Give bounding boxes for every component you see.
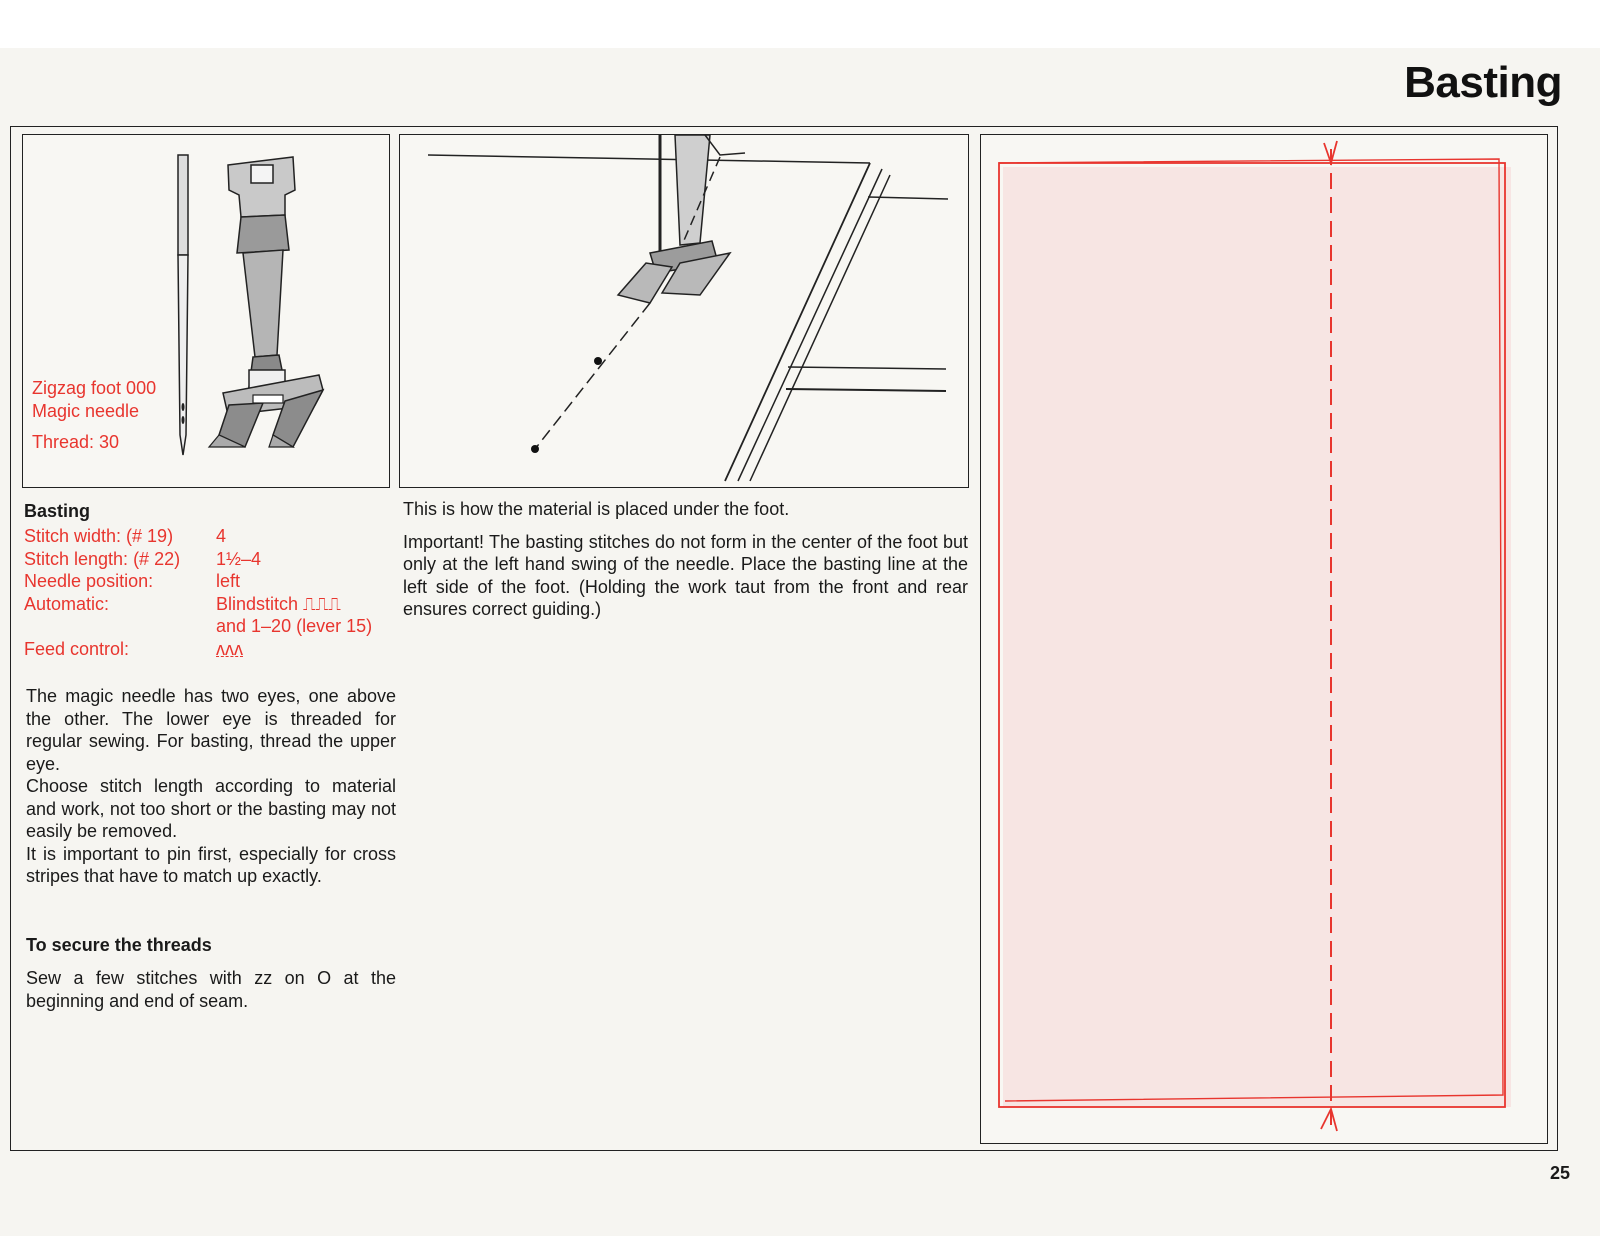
needle-label: Magic needle bbox=[32, 401, 140, 421]
settings-row: Feed control: ᴧᴧᴧ bbox=[24, 638, 372, 661]
settings-row: Stitch length: (# 22) 1½–4 bbox=[24, 548, 372, 571]
feed-dog-icon: ᴧᴧᴧ bbox=[216, 638, 243, 659]
settings-row: Stitch width: (# 19) 4 bbox=[24, 525, 372, 548]
setting-key: Needle position: bbox=[24, 571, 154, 591]
basting-diagram-box bbox=[980, 134, 1548, 1144]
secure-threads-heading: To secure the threads bbox=[26, 935, 212, 955]
foot-labels: Zigzag foot 000 Magic needle Thread: 30 bbox=[32, 377, 156, 454]
settings-row: Needle position: left bbox=[24, 570, 372, 593]
paragraph: The magic needle has two eyes, one above… bbox=[26, 686, 396, 774]
setting-value: Blindstitch ⎍⎍⎍ bbox=[216, 593, 341, 614]
settings-row: and 1–20 (lever 15) bbox=[24, 615, 372, 638]
setting-value: and 1–20 (lever 15) bbox=[216, 616, 373, 636]
magic-needle-icon bbox=[177, 154, 189, 456]
page-title: Basting bbox=[1404, 58, 1562, 107]
feed-control-symbol: ᴧᴧᴧ bbox=[216, 638, 372, 661]
settings-row: Automatic: Blindstitch ⎍⎍⎍ bbox=[24, 593, 372, 616]
foot-illustration-box: Zigzag foot 000 Magic needle Thread: 30 bbox=[22, 134, 390, 488]
secure-threads-text: Sew a few stitches with zz on O at the b… bbox=[26, 967, 396, 1012]
foot-label: Zigzag foot 000 bbox=[32, 378, 157, 398]
basting-seam-diagram bbox=[998, 140, 1511, 1132]
setting-value: 4 bbox=[216, 526, 227, 546]
material-illustration-box bbox=[399, 134, 969, 488]
page-number: 25 bbox=[1549, 1163, 1570, 1183]
top-margin bbox=[0, 0, 1600, 48]
zigzag-foot-icon bbox=[207, 156, 325, 449]
paragraph: Choose stitch length according to materi… bbox=[26, 776, 396, 841]
thread-label: Thread: 30 bbox=[32, 432, 120, 452]
material-placement-text: This is how the material is placed under… bbox=[403, 498, 968, 631]
setting-key: Automatic: bbox=[24, 593, 110, 614]
important-note: Important! The basting stitches do not f… bbox=[403, 531, 968, 620]
material-under-foot-illustration bbox=[427, 135, 949, 482]
content-frame bbox=[10, 126, 1558, 1151]
settings-heading: Basting bbox=[24, 501, 91, 521]
basting-settings: Basting Stitch width: (# 19) 4 Stitch le… bbox=[24, 500, 402, 660]
caption: This is how the material is placed under… bbox=[403, 499, 790, 519]
setting-key: Stitch width: (# 19) bbox=[24, 526, 174, 546]
needle-explanation: The magic needle has two eyes, one above… bbox=[26, 685, 396, 888]
paragraph: Sew a few stitches with zz on O at the b… bbox=[26, 968, 396, 1011]
setting-key bbox=[24, 615, 216, 638]
setting-value: 1½–4 bbox=[216, 548, 262, 569]
setting-key: Feed control: bbox=[24, 638, 130, 659]
setting-value: left bbox=[216, 571, 241, 591]
setting-key: Stitch length: (# 22) bbox=[24, 548, 181, 569]
presser-foot-illustration bbox=[177, 154, 325, 456]
paragraph: It is important to pin first, especially… bbox=[26, 843, 396, 887]
settings-table: Stitch width: (# 19) 4 Stitch length: (#… bbox=[24, 525, 372, 660]
